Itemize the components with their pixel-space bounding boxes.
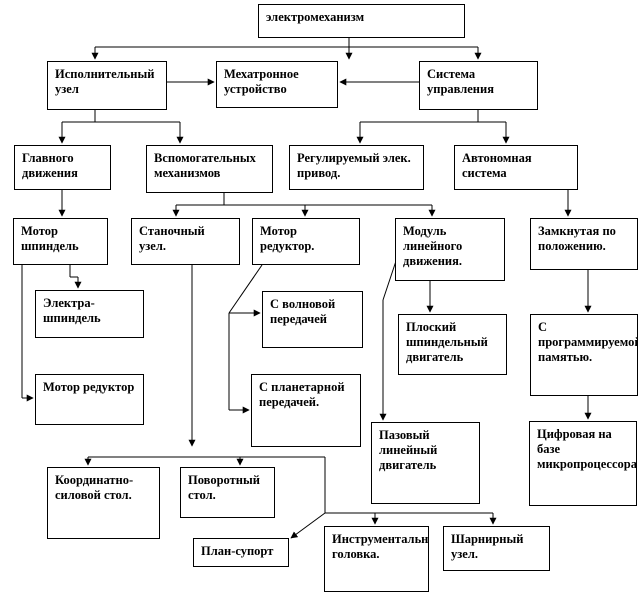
node-facing-head: План-супорт — [193, 538, 289, 567]
node-coordinate-table: Координатно-силовой стол. — [47, 467, 160, 539]
edge-lathe-plan — [290, 512, 326, 539]
node-microprocessor-digital: Цифровая на базе микропроцессора. — [529, 421, 637, 506]
node-regulated-drive: Регулируемый элек. привод. — [289, 145, 424, 190]
node-mechatronic-device: Мехатронное устройство — [216, 61, 338, 108]
node-closed-loop: Замкнутая по положению. — [530, 218, 638, 270]
node-machine-unit: Станочный узел. — [131, 218, 240, 265]
node-tool-head: Инструментальная головка. — [324, 526, 429, 592]
node-slot-linear-motor: Пазовый линейный двигатель — [371, 422, 480, 504]
node-control-system: Система управления — [419, 61, 538, 110]
node-electro-spindle: Электра-шпиндель — [35, 290, 144, 338]
node-auxiliary-mechanisms: Вспомогательных механизмов — [146, 145, 273, 193]
node-hinge-unit: Шарнирный узел. — [443, 526, 550, 571]
node-flat-spindle-motor: Плоский шпиндельный двигатель — [398, 314, 507, 375]
node-electromechanism: электромеханизм — [258, 4, 465, 38]
node-motor-reducer-2: Мотор редуктор — [35, 374, 144, 425]
node-wave-gear: С волновой передачей — [262, 291, 363, 348]
node-linear-module: Модуль линейного движения. — [395, 218, 505, 281]
node-motor-reducer: Мотор редуктор. — [252, 218, 360, 265]
node-main-motion: Главного движения — [14, 145, 111, 190]
edge-motorred-diag — [228, 264, 263, 314]
node-rotary-table: Поворотный стол. — [180, 467, 275, 518]
node-executive-unit: Исполнительный узел — [47, 61, 167, 110]
node-motor-spindle: Мотор шпиндель — [13, 218, 108, 265]
node-planetary-gear: С планетарной передачей. — [251, 374, 361, 447]
node-autonomous-system: Автономная система — [454, 145, 578, 190]
node-programmable-memory: С программируемой памятью. — [530, 314, 638, 396]
